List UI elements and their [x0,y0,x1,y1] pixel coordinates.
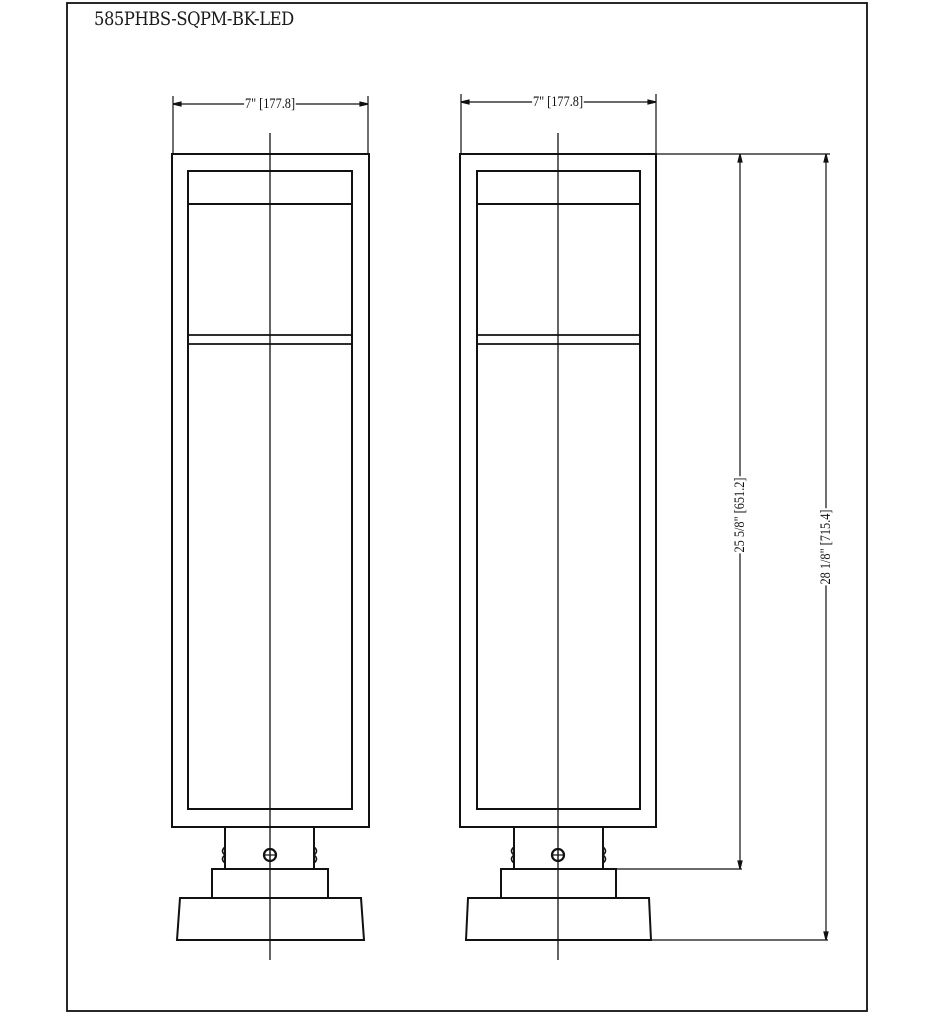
overall-height-label: 28 1/8" [715.4] [818,508,834,586]
side-width-label: 7" [177.8] [532,94,584,110]
front-width-label: 7" [177.8] [244,96,296,112]
part-number-title: 585PHBS-SQPM-BK-LED [94,8,294,30]
fixture-height-label: 25 5/8" [651.2] [732,476,748,554]
side-view [459,94,657,960]
front-view [171,96,370,960]
sheet-border [66,2,868,1012]
